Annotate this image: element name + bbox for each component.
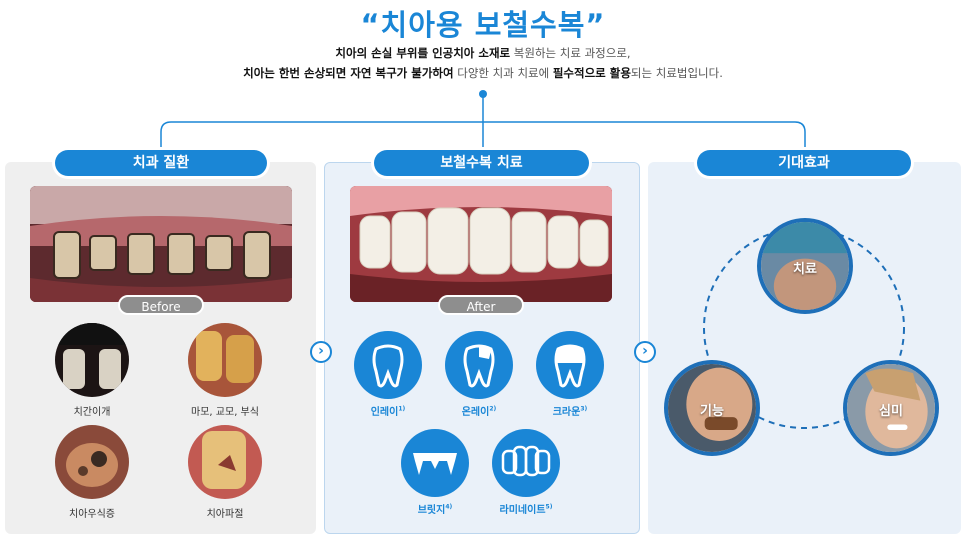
effect-function: 기능 xyxy=(664,360,760,456)
onlay-icon xyxy=(445,331,513,399)
before-tag: Before xyxy=(118,295,204,315)
next-arrow-icon[interactable]: › xyxy=(634,341,656,363)
laminate-icon xyxy=(492,429,560,497)
effects-cycle-ring xyxy=(703,227,905,429)
description-line-2: 치아는 한번 손상되면 자연 복구가 불가하여 다양한 치과 치료에 필수적으로… xyxy=(243,66,723,80)
decay-photo xyxy=(55,425,129,499)
treatment-item-laminate: 라미네이트5) xyxy=(486,429,566,516)
branch-connector xyxy=(158,90,808,153)
treatment-item-bridge: 브릿지4) xyxy=(395,429,475,516)
description-line-1: 치아의 손실 부위를 인공치아 소재로 복원하는 치료 과정으로, xyxy=(335,46,631,60)
gap-teeth-photo xyxy=(55,323,129,397)
worn-teeth-photo xyxy=(188,323,262,397)
after-photo xyxy=(350,186,612,302)
disease-item-decay: 치아우식증 xyxy=(47,425,137,520)
disease-item-gap: 치간이개 xyxy=(47,323,137,418)
before-photo xyxy=(30,186,292,302)
treatment-section-label: 보철수복 치료 xyxy=(374,150,589,176)
bridge-icon xyxy=(401,429,469,497)
after-tag: After xyxy=(438,295,524,315)
fracture-photo xyxy=(188,425,262,499)
disease-item-fracture: 치아파절 xyxy=(180,425,270,520)
effect-aesthetics: 심미 xyxy=(843,360,939,456)
page-title: “치아용 보철수복” xyxy=(360,8,606,42)
disease-item-wear: 마모, 교모, 부식 xyxy=(180,323,270,418)
effects-section-label: 기대효과 xyxy=(697,150,911,176)
treatment-item-crown: 크라운3) xyxy=(530,331,610,418)
disease-section-label: 치과 질환 xyxy=(55,150,267,176)
next-arrow-icon[interactable]: › xyxy=(310,341,332,363)
inlay-icon xyxy=(354,331,422,399)
treatment-item-inlay: 인레이1) xyxy=(348,331,428,418)
effect-treatment: 치료 xyxy=(757,218,853,314)
treatment-item-onlay: 온레이2) xyxy=(439,331,519,418)
crown-icon xyxy=(536,331,604,399)
